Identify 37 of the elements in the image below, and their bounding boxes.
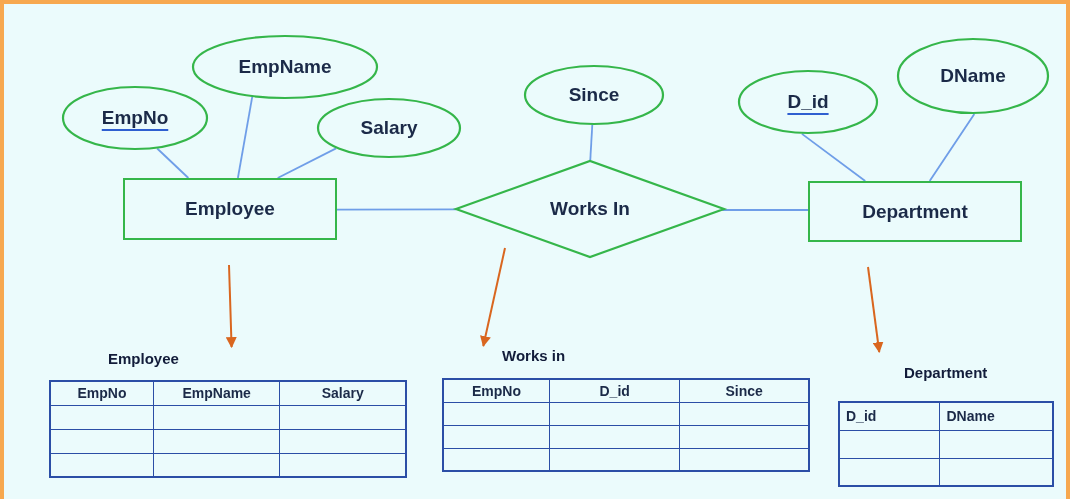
- column-header: EmpNo: [443, 379, 550, 402]
- connector-line: [928, 113, 976, 182]
- key-attribute-label: D_id: [787, 91, 829, 113]
- relationship-diamond: [455, 160, 725, 258]
- connector-line: [276, 147, 337, 179]
- connector-line: [801, 133, 867, 182]
- connector-line: [336, 208, 457, 211]
- attribute-label: Since: [568, 84, 620, 106]
- attribute-label: DName: [940, 65, 1006, 87]
- table-title: Works in: [502, 347, 566, 364]
- entity-box: [808, 181, 1022, 242]
- connector-line: [589, 124, 594, 161]
- arrow: [867, 266, 884, 354]
- attribute-ellipse: [738, 70, 878, 134]
- connector-line: [721, 209, 809, 211]
- attribute-ellipse: [524, 65, 664, 125]
- entity-label: Department: [862, 200, 968, 223]
- arrow: [480, 247, 506, 348]
- attribute-ellipse: [317, 98, 461, 158]
- entity-label: Employee: [185, 198, 275, 220]
- table-title: Department: [904, 364, 988, 381]
- column-header: D_id: [549, 379, 680, 402]
- key-attribute-label: EmpNo: [101, 107, 169, 129]
- attribute-label: Salary: [360, 117, 418, 139]
- column-header: D_id: [839, 402, 940, 430]
- entity-box: [123, 178, 337, 240]
- attribute-label: EmpName: [238, 56, 332, 78]
- arrow: [225, 264, 237, 349]
- connector-line: [237, 96, 254, 179]
- attribute-ellipse: [192, 35, 378, 99]
- attribute-ellipse: [897, 38, 1049, 114]
- column-header: EmpNo: [50, 381, 154, 405]
- attribute-ellipse: [62, 86, 208, 150]
- connector-line: [156, 147, 190, 179]
- column-header: EmpName: [153, 381, 280, 405]
- relationship-label: Works In: [550, 198, 630, 220]
- table-title: Employee: [108, 350, 179, 367]
